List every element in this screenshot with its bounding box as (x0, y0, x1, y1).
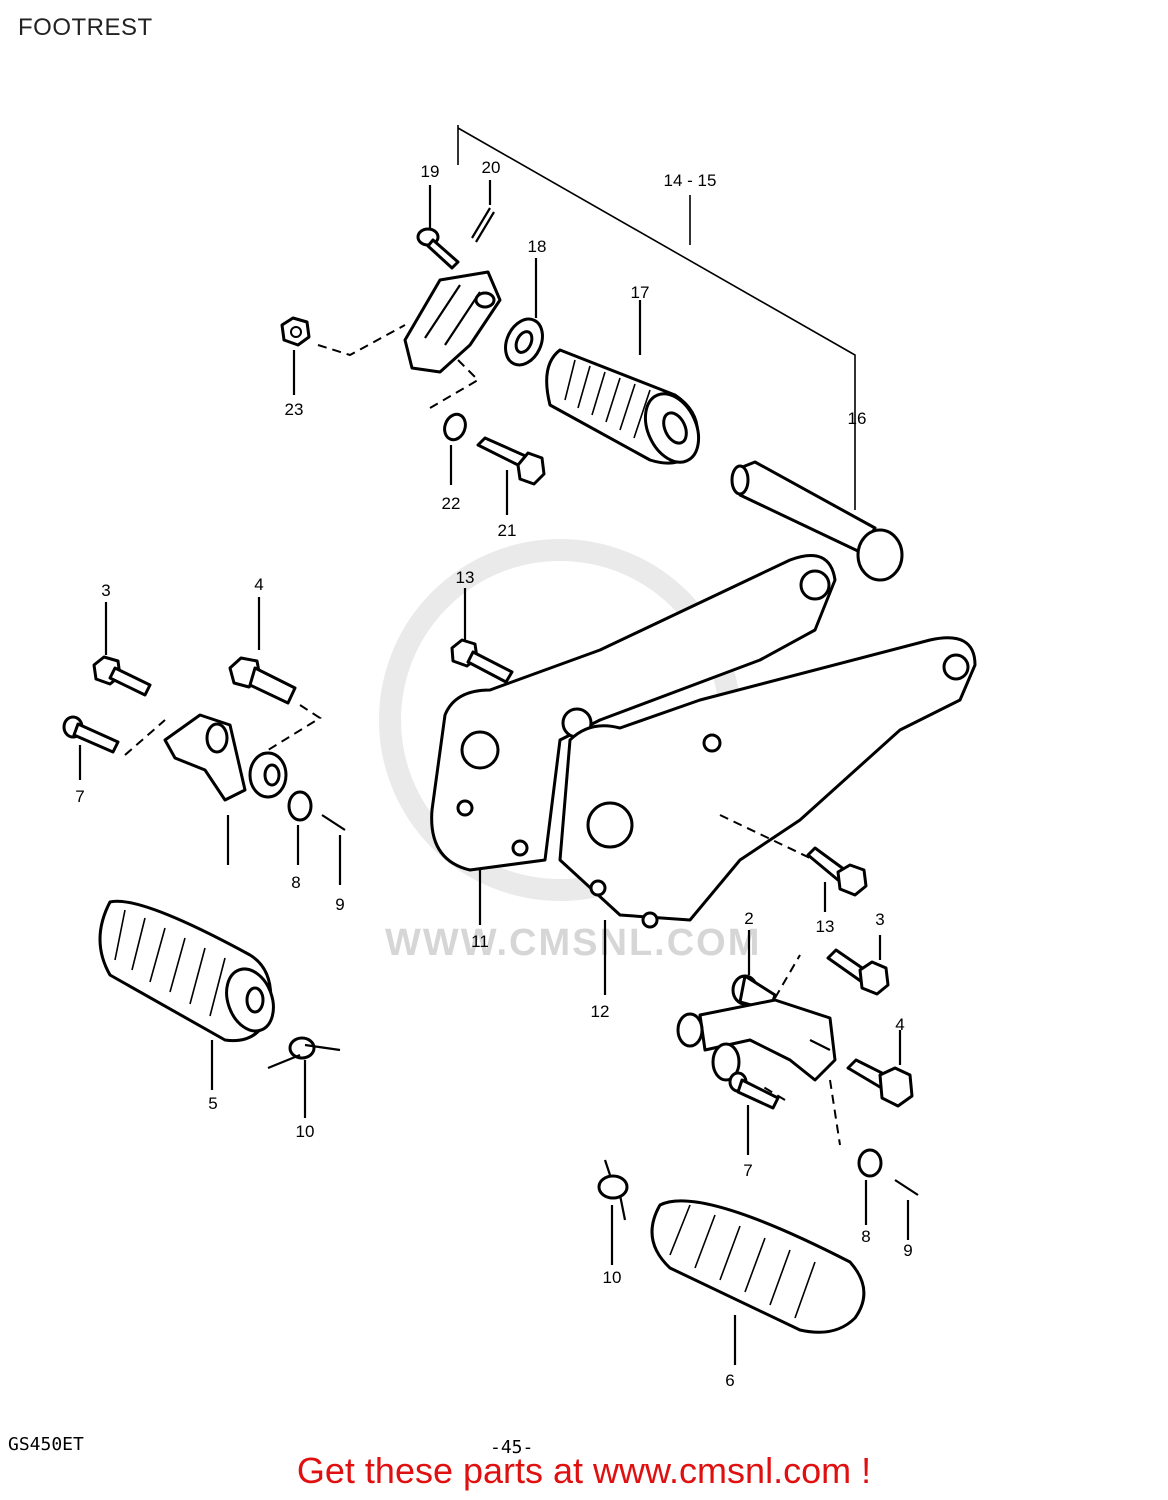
part-6-right-rubber (650, 1199, 866, 1365)
callout-6: 6 (725, 1371, 734, 1390)
part-17-rubber (545, 300, 701, 465)
callout-9-right: 9 (903, 1241, 912, 1260)
part-13-bolt-lower (719, 814, 868, 912)
callout-2: 2 (744, 909, 753, 928)
part-13-bolt-upper (450, 588, 514, 684)
part-16-pin (730, 460, 904, 582)
part-10-spring-right (597, 1159, 629, 1265)
callout-19: 19 (421, 162, 440, 181)
model-code: GS450ET (8, 1434, 84, 1455)
callout-3-right: 3 (875, 910, 884, 929)
callout-14-15: 14 - 15 (664, 171, 717, 190)
part-4-bolt-left (228, 597, 297, 705)
callout-7-right: 7 (743, 1161, 752, 1180)
callout-13-upper: 13 (456, 568, 475, 587)
callout-10-left: 10 (296, 1122, 315, 1141)
callout-8-left: 8 (291, 873, 300, 892)
callout-16: 16 (848, 409, 867, 428)
callout-12: 12 (591, 1002, 610, 1021)
part-18-washer (504, 258, 544, 367)
part-3-bolt-right (826, 935, 890, 996)
left-footrest-holder (163, 713, 288, 865)
callout-8-right: 8 (861, 1227, 870, 1246)
promo-banner[interactable]: Get these parts at www.cmsnl.com ! (0, 1450, 1168, 1492)
callout-13-lower: 13 (816, 917, 835, 936)
part-9-pin-left (321, 814, 346, 885)
part-20-pin (471, 180, 495, 243)
part-8-washer-left (287, 790, 313, 865)
right-footrest-holder (676, 998, 837, 1082)
promo-link[interactable]: Get these parts at www.cmsnl.com ! (296, 1450, 872, 1491)
part-3-bolt-left (92, 602, 152, 697)
callout-4-left: 4 (254, 575, 263, 594)
watermark: WWW.CMSNL.COM (385, 922, 762, 964)
part-10-spring-left (267, 1036, 341, 1118)
callout-20: 20 (482, 158, 501, 177)
callout-17: 17 (631, 283, 650, 302)
part-9-pin-right (894, 1179, 919, 1240)
callout-3-left: 3 (101, 581, 110, 600)
part-19-bolt (416, 185, 460, 270)
callout-21: 21 (498, 521, 517, 540)
part-7-pin-right (728, 1071, 780, 1155)
callout-7-left: 7 (75, 787, 84, 806)
callout-4-right: 4 (895, 1015, 904, 1034)
callout-23: 23 (285, 400, 304, 419)
part-5-left-rubber (98, 899, 275, 1090)
part-12-bracket (558, 636, 977, 995)
callout-10-right: 10 (603, 1268, 622, 1287)
callout-11: 11 (471, 932, 489, 951)
page-title: FOOTREST (18, 14, 153, 41)
part-8-washer-right (857, 1148, 883, 1225)
callout-5: 5 (208, 1094, 217, 1113)
part-7-pin-left (62, 715, 120, 780)
callout-9-left: 9 (335, 895, 344, 914)
part-21-bolt (476, 436, 546, 515)
part-11-bracket (430, 554, 837, 925)
rear-footrest-holder (403, 270, 502, 374)
part-22-washer (443, 412, 467, 485)
callout-22: 22 (442, 494, 461, 513)
group-bracket-14-15 (457, 125, 856, 510)
part-2-collar (731, 930, 777, 1012)
page-number: -45- (490, 1437, 534, 1458)
part-4-bolt-right (846, 1030, 914, 1108)
part-23-nut (280, 316, 311, 395)
callout-18: 18 (528, 237, 547, 256)
